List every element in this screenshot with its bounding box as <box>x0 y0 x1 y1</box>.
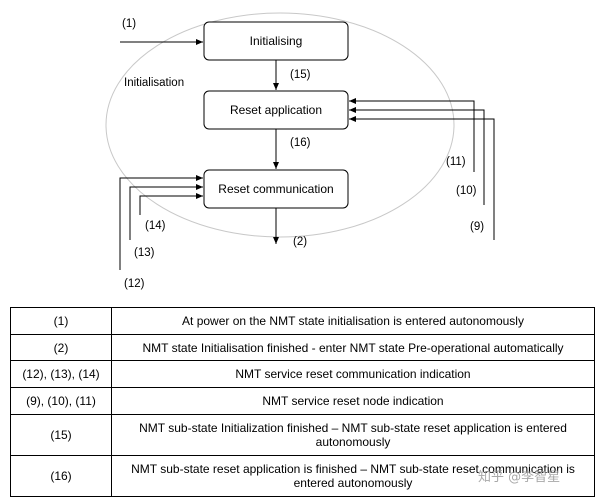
legend-key: (9), (10), (11) <box>10 387 112 415</box>
legend-description: At power on the NMT state initialisation… <box>111 307 595 335</box>
label-t15: (15) <box>290 69 311 81</box>
state-reset-communication-label: Reset communication <box>218 182 333 196</box>
legend-key: (15) <box>10 413 112 456</box>
legend-description: NMT sub-state reset application is finis… <box>111 454 595 498</box>
state-initialising-label: Initialising <box>250 34 303 48</box>
table-row: (16) NMT sub-state reset application is … <box>10 454 595 498</box>
legend-key: (16) <box>10 454 112 498</box>
table-row: (1) At power on the NMT state initialisa… <box>10 307 595 335</box>
arrow-t11 <box>349 98 475 172</box>
legend-description: NMT service reset communication indicati… <box>111 360 595 389</box>
label-t2: (2) <box>293 236 307 248</box>
label-t1: (1) <box>122 18 136 30</box>
table-row: (2) NMT state Initialisation finished - … <box>10 333 595 362</box>
label-t12: (12) <box>124 278 145 290</box>
initialisation-region <box>105 12 455 238</box>
legend-key: (2) <box>10 333 112 362</box>
table-row: (15) NMT sub-state Initialization finish… <box>10 413 595 456</box>
legend-description: NMT sub-state Initialization finished – … <box>111 413 595 456</box>
legend-key: (12), (13), (14) <box>10 360 112 389</box>
arrow-t12 <box>119 175 203 270</box>
legend-description: NMT state Initialisation finished - ente… <box>111 333 595 362</box>
arrow-t13 <box>129 184 203 240</box>
watermark: 知乎 @李智星 <box>478 470 561 485</box>
label-t9: (9) <box>470 221 484 233</box>
state-reset-application-label: Reset application <box>230 103 322 117</box>
label-t10: (10) <box>456 185 477 197</box>
legend-key: (1) <box>10 307 112 335</box>
region-label: Initialisation <box>124 77 184 89</box>
label-t11: (11) <box>446 156 466 168</box>
table-row: (12), (13), (14) NMT service reset commu… <box>10 360 595 389</box>
state-diagram: Initialisation Initialising Reset applic… <box>105 12 495 290</box>
legend-description: NMT service reset node indication <box>111 387 595 415</box>
arrow-t14 <box>139 193 203 215</box>
arrow-t10 <box>349 107 485 205</box>
transition-legend-table: (1) At power on the NMT state initialisa… <box>10 307 595 498</box>
label-t14: (14) <box>145 220 166 232</box>
table-row: (9), (10), (11) NMT service reset node i… <box>10 387 595 415</box>
arrow-t9 <box>349 116 495 240</box>
label-t13: (13) <box>134 247 155 259</box>
label-t16: (16) <box>290 137 311 149</box>
